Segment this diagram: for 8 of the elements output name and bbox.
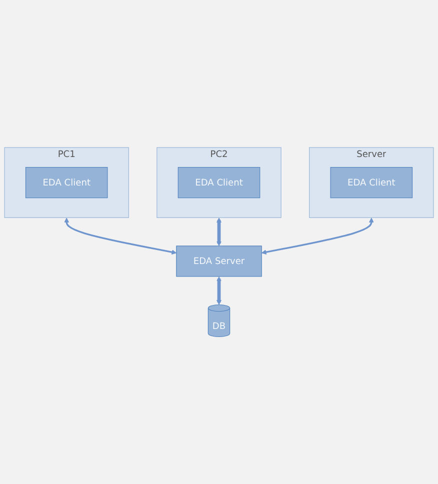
arrow: [261, 218, 374, 254]
node-box: EDA Client: [330, 166, 413, 198]
node-box: EDA Server: [176, 246, 262, 277]
node-box: EDA Client: [178, 166, 260, 198]
node-box: EDA Client: [25, 166, 108, 198]
arrow: [64, 218, 177, 254]
arrow: [216, 218, 222, 246]
arrow: [216, 276, 222, 305]
